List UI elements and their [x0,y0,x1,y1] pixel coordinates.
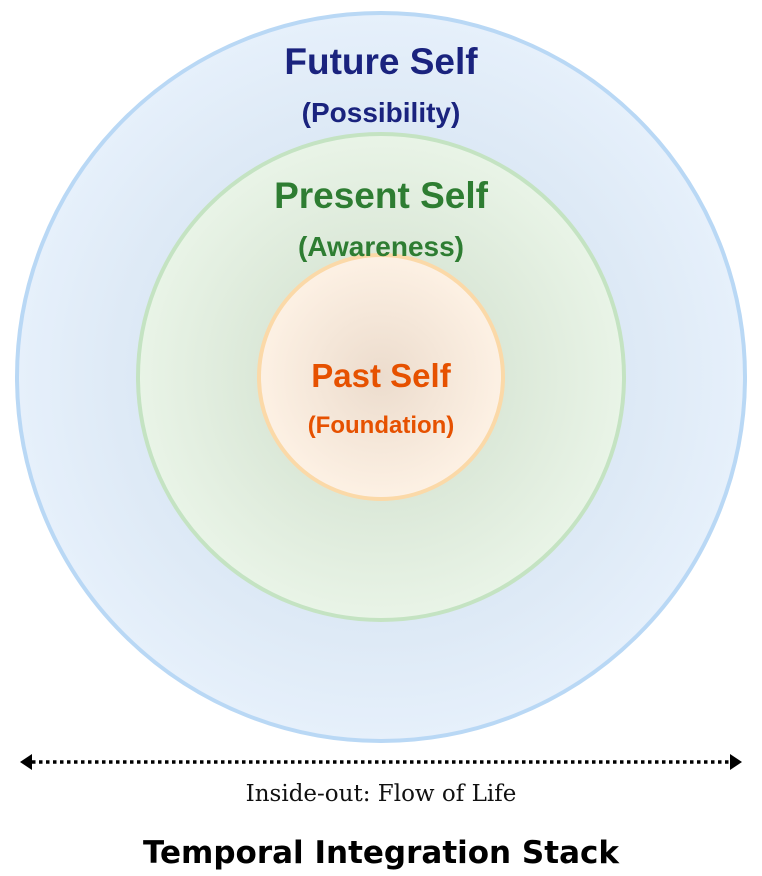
present-self-subtitle: (Awareness) [298,231,464,262]
future-self-title: Future Self [284,41,478,82]
diagram-title: Temporal Integration Stack [143,835,620,871]
arrow-right-head [730,754,742,770]
past-self-ring [257,253,505,501]
past-self-subtitle: (Foundation) [308,412,455,439]
past-self-title: Past Self [311,357,451,394]
flow-arrow [20,754,742,770]
future-self-subtitle: (Possibility) [302,97,461,128]
arrow-caption: Inside-out: Flow of Life [246,781,517,807]
arrow-left-head [20,754,32,770]
present-self-title: Present Self [274,175,489,216]
